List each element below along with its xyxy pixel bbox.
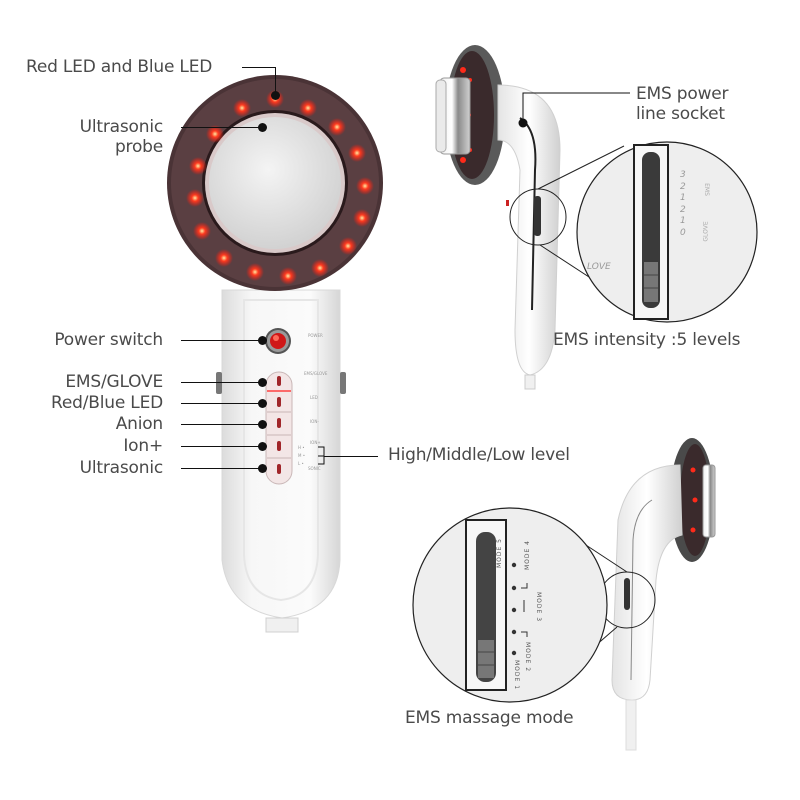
intensity-level: 1 bbox=[680, 193, 686, 203]
intensity-level: 3 bbox=[680, 170, 686, 180]
leader-line bbox=[242, 67, 276, 68]
glove-side-text: LOVE bbox=[587, 262, 611, 272]
svg-text:POWER: POWER bbox=[308, 333, 323, 338]
leader-line bbox=[181, 424, 261, 425]
callout-ultrasonic-probe: Ultrasonic probe bbox=[40, 117, 164, 157]
callout-dot bbox=[258, 399, 267, 408]
callout-ultrasonic-probe-line2: probe bbox=[114, 137, 163, 157]
mode-1-label: MODE 1 bbox=[513, 660, 520, 691]
callout-dot bbox=[258, 123, 267, 132]
callout-ems-intensity: EMS intensity :5 levels bbox=[553, 330, 741, 350]
device-printed-labels: POWER EMS/GLOVE LED ION- ION+ SONIC H • … bbox=[298, 333, 328, 471]
svg-text:L •: L • bbox=[298, 461, 304, 466]
led-lights bbox=[186, 90, 374, 285]
intensity-level: 2 bbox=[680, 204, 686, 215]
callout-ultrasonic: Ultrasonic bbox=[79, 458, 164, 478]
callout-ems-massage-mode: EMS massage mode bbox=[405, 708, 574, 728]
leader-line bbox=[181, 468, 261, 469]
ems-intensity-scale: 3 2 1 2 1 0 bbox=[680, 170, 686, 239]
leader-line bbox=[181, 446, 261, 447]
intensity-level: 2 bbox=[680, 181, 686, 192]
callout-red-blue-led: Red LED and Blue LED bbox=[26, 57, 213, 77]
svg-text:LED: LED bbox=[310, 395, 318, 400]
leader-line bbox=[181, 382, 261, 383]
leader-line bbox=[181, 127, 261, 128]
mode-5-label: MODE 5 bbox=[496, 538, 503, 569]
callout-dot bbox=[271, 91, 280, 100]
callout-anion: Anion bbox=[115, 414, 164, 434]
mode-2-label: MODE 2 bbox=[524, 642, 531, 673]
intensity-level: 0 bbox=[680, 227, 686, 238]
callout-ems-glove: EMS/GLOVE bbox=[65, 372, 163, 392]
led-ring-head bbox=[167, 75, 383, 291]
svg-text:ION+: ION+ bbox=[310, 440, 321, 445]
svg-text:M •: M • bbox=[298, 453, 305, 458]
callout-dot bbox=[258, 420, 267, 429]
callout-ultrasonic-probe-line1: Ultrasonic bbox=[79, 117, 164, 137]
ems-mode-zoom-circle bbox=[412, 507, 608, 703]
callout-ion-plus: Ion+ bbox=[123, 436, 163, 456]
callout-dot bbox=[258, 336, 267, 345]
leader-line bbox=[181, 340, 261, 341]
callout-socket-line1: EMS power bbox=[636, 84, 729, 104]
ultrasonic-probe-plate bbox=[209, 117, 341, 249]
svg-text:ION-: ION- bbox=[310, 419, 319, 424]
leader-line bbox=[275, 67, 276, 95]
callout-socket-line2: line socket bbox=[636, 104, 725, 124]
callout-level-indicator: High/Middle/Low level bbox=[388, 445, 570, 465]
power-button[interactable] bbox=[265, 328, 291, 354]
callout-ems-power-line-socket: EMS power line socket bbox=[636, 84, 729, 124]
callout-red-blue-led-button: Red/Blue LED bbox=[51, 393, 163, 413]
callout-power-switch: Power switch bbox=[54, 330, 163, 350]
svg-text:SONIC: SONIC bbox=[308, 466, 321, 471]
intensity-level: 1 bbox=[680, 216, 686, 226]
callout-dot bbox=[258, 378, 267, 387]
function-buttons-panel bbox=[265, 371, 293, 485]
svg-text:H •: H • bbox=[298, 445, 305, 450]
leader-line bbox=[324, 456, 378, 457]
callout-dot bbox=[258, 442, 267, 451]
leader-line bbox=[181, 403, 261, 404]
mode-3-label: MODE 3 bbox=[535, 592, 542, 623]
callout-dot bbox=[258, 464, 267, 473]
svg-text:EMS/GLOVE: EMS/GLOVE bbox=[304, 371, 328, 376]
mode-4-label: MODE 4 bbox=[524, 540, 531, 571]
